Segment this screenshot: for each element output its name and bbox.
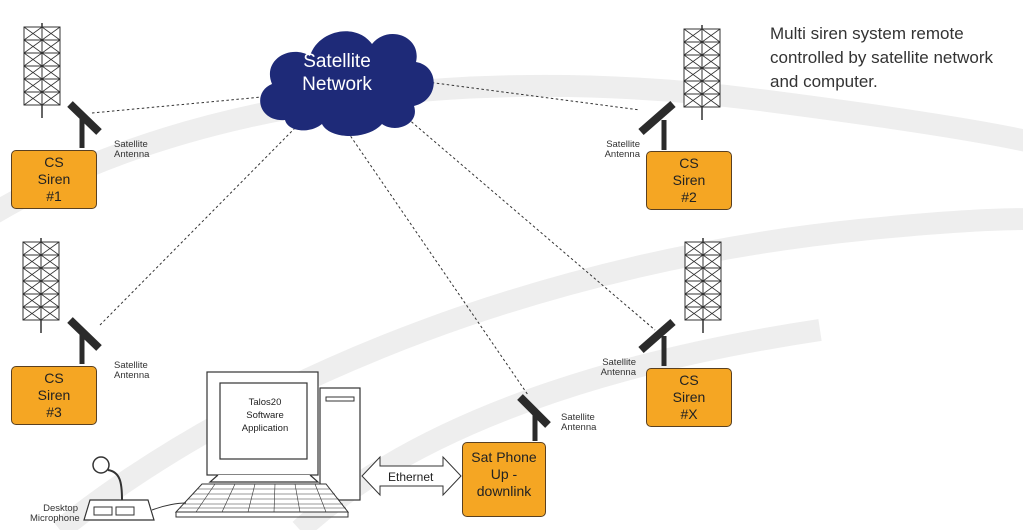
siren-1-line-3: #1	[46, 188, 62, 204]
siren-x-speaker-tower-icon	[685, 238, 721, 333]
siren-2-line-2: Siren	[672, 172, 706, 188]
siren-3-line-2: Siren	[37, 387, 71, 403]
computer-tower-icon	[319, 387, 361, 501]
diagram-description: Multi siren system remote controlled by …	[770, 24, 994, 91]
antenna-label-line-1: Satellite	[114, 360, 148, 371]
siren-1-satellite-antenna-icon	[67, 101, 102, 148]
link-sat-phone	[344, 127, 529, 396]
antenna-label-line-1: Satellite	[606, 139, 640, 150]
computer-monitor-icon	[206, 371, 320, 483]
siren-2-line-1: CS	[679, 155, 699, 171]
siren-3-line-3: #3	[46, 404, 62, 420]
siren-2-line-3: #2	[681, 189, 697, 205]
siren-2-box: CS Siren #2	[646, 151, 732, 210]
desktop-microphone-icon	[83, 456, 155, 521]
siren-x-line-1: CS	[679, 372, 699, 388]
software-line-3: Application	[241, 423, 289, 434]
antenna-label-line-2: Antenna	[561, 422, 597, 433]
sat-phone-satellite-antenna-icon	[517, 394, 551, 441]
siren-3-box: CS Siren #3	[11, 366, 97, 425]
connection-lines	[91, 79, 656, 396]
siren-3-line-1: CS	[44, 370, 64, 386]
link-siren-3	[99, 127, 296, 326]
siren-1-antenna-label: Satellite Antenna	[114, 140, 149, 160]
microphone-cable	[151, 502, 187, 511]
antenna-label-line-2: Antenna	[600, 367, 636, 378]
ethernet-label: Ethernet	[388, 470, 434, 484]
siren-1-speaker-tower-icon	[24, 23, 60, 118]
siren-3-satellite-antenna-icon	[67, 317, 102, 364]
microphone-label-line-1: Desktop	[43, 503, 78, 514]
siren-2-speaker-tower-icon	[684, 25, 720, 120]
siren-1-box: CS Siren #1	[11, 150, 97, 209]
siren-x-antenna-label: Satellite Antenna	[588, 358, 636, 378]
cloud-label-line-2: Network	[302, 74, 372, 95]
siren-1-line-2: Siren	[37, 171, 71, 187]
antenna-label-line-2: Antenna	[114, 370, 150, 381]
siren-3-speaker-tower-icon	[23, 238, 59, 333]
siren-1-line-1: CS	[44, 154, 64, 170]
microphone-label-line-2: Microphone	[30, 513, 80, 524]
desktop-microphone-label: Desktop Microphone	[30, 503, 80, 524]
cloud-label-line-1: Satellite	[303, 51, 371, 72]
siren-x-line-3: #X	[680, 406, 698, 422]
siren-x-box: CS Siren #X	[646, 368, 732, 427]
sat-phone-box: Sat Phone Up - downlink	[462, 442, 546, 517]
link-siren-2	[411, 79, 641, 111]
antenna-label-line-2: Antenna	[604, 149, 640, 160]
satellite-network-cloud	[260, 31, 434, 136]
antenna-label-line-1: Satellite	[602, 357, 636, 368]
sat-phone-antenna-label: Satellite Antenna	[561, 413, 596, 433]
link-siren-1	[91, 96, 263, 114]
antenna-label-line-1: Satellite	[561, 412, 595, 423]
software-line-1: Talos20	[248, 397, 282, 408]
sat-phone-line-3: downlink	[476, 483, 532, 499]
siren-2-satellite-antenna-icon	[638, 100, 676, 150]
siren-x-line-2: Siren	[672, 389, 706, 405]
software-line-2: Software	[246, 410, 284, 421]
siren-3-antenna-label: Satellite Antenna	[114, 361, 149, 381]
antenna-label-line-2: Antenna	[114, 149, 150, 160]
satellite-network-label: Satellite Network	[262, 50, 412, 96]
keyboard-icon	[174, 483, 350, 518]
sat-phone-line-2: Up -	[490, 466, 518, 482]
sat-phone-line-1: Sat Phone	[471, 449, 537, 465]
software-application-label: Talos20 Software Application	[225, 396, 305, 435]
siren-2-antenna-label: Satellite Antenna	[592, 140, 640, 160]
antenna-label-line-1: Satellite	[114, 139, 148, 150]
link-siren-x	[399, 111, 656, 331]
ethernet-double-arrow	[361, 455, 462, 497]
siren-x-satellite-antenna-icon	[638, 318, 676, 366]
